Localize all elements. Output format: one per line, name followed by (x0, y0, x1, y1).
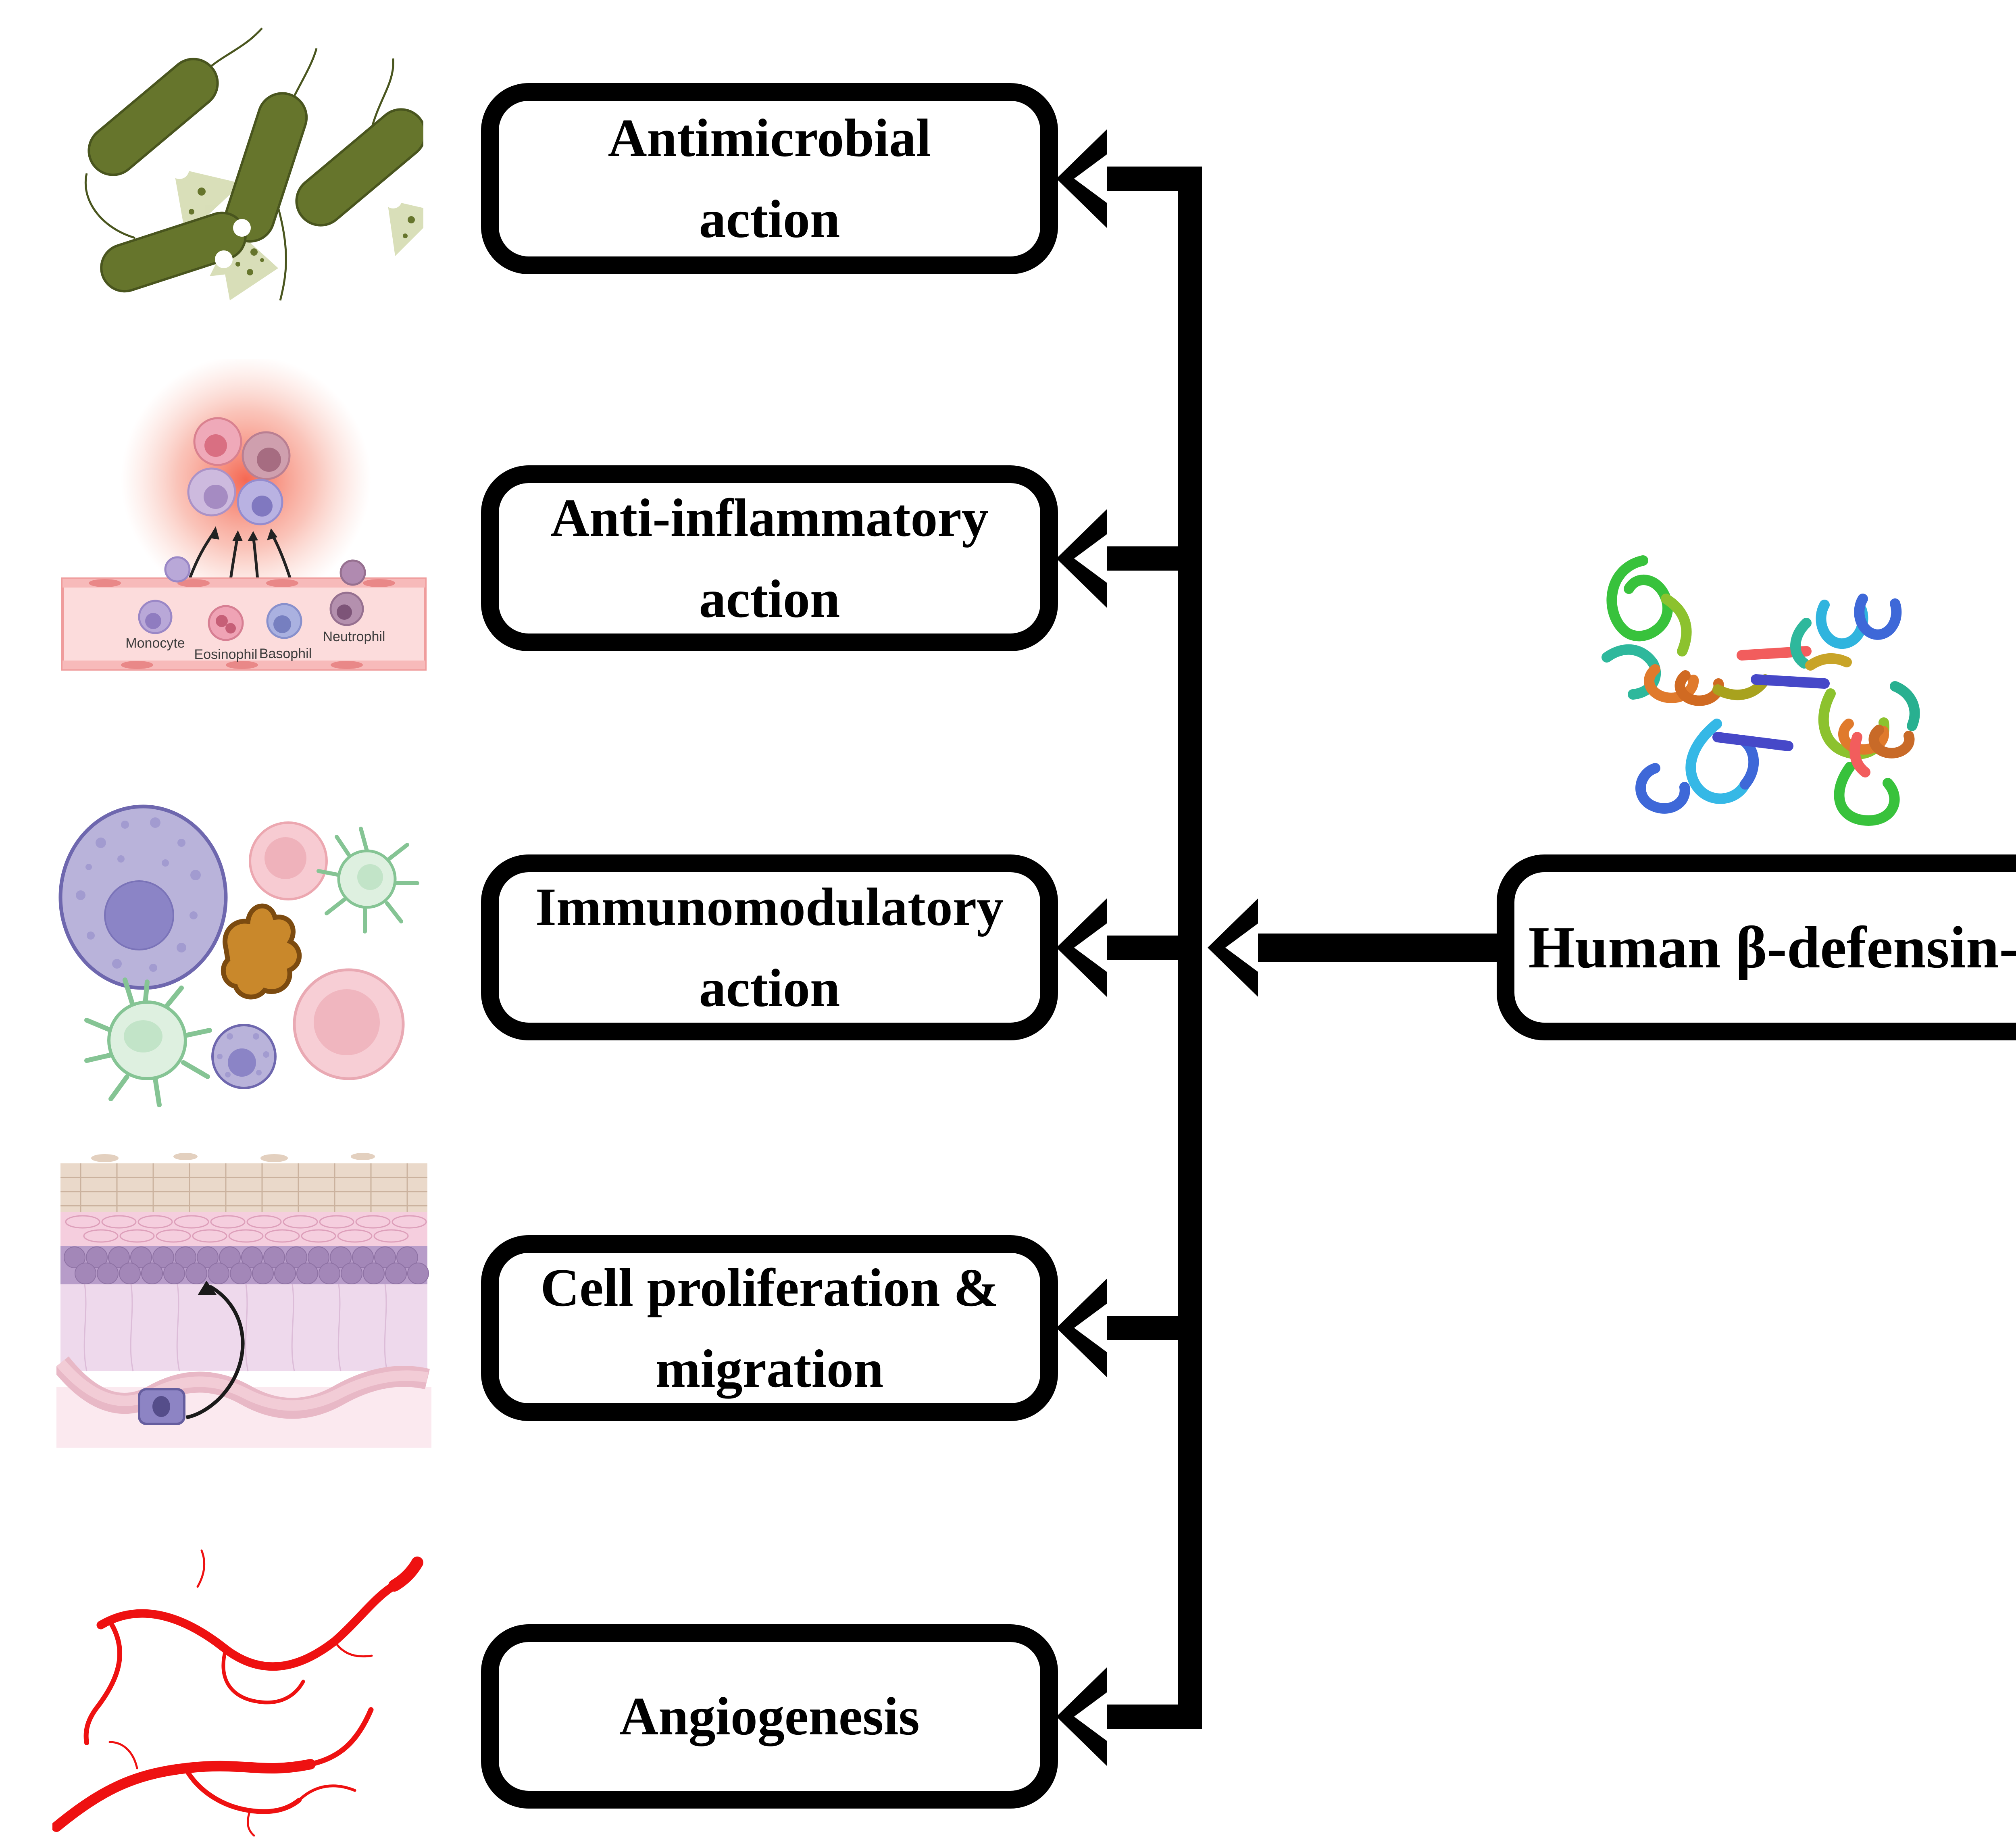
spray-bursts (173, 167, 423, 300)
migration-arrowheads (209, 526, 277, 541)
recruited-leukocytes (187, 417, 291, 525)
immune-cells-icon (52, 758, 423, 1113)
ribbon-strands (1602, 555, 1920, 826)
inflammation-glow (121, 359, 371, 605)
label-monocyte: Monocyte (125, 636, 185, 651)
trunk-and-stubs (1056, 129, 1501, 1766)
label-basophil: Basophil (259, 646, 312, 661)
dendritic-cell-small (317, 827, 419, 934)
vessel-cells (138, 556, 366, 641)
basal-epidermis (56, 1284, 430, 1419)
vessel-cell-labels: Monocyte Eosinophil Basophil Neutrophil (125, 629, 385, 662)
spinous-purple-layer (60, 1246, 429, 1284)
box-anti-inflammatory-action: Anti-inflammatory action (481, 465, 1058, 651)
small-purple-cell (211, 1024, 277, 1089)
small-pink-cell (249, 821, 328, 900)
label-neutrophil: Neutrophil (323, 629, 385, 644)
protein-ribbon-icon (1568, 536, 1951, 835)
spray-dots (189, 188, 415, 275)
stratum-corneum (60, 1153, 427, 1212)
bacteria-bodies (87, 58, 423, 293)
box-label-line: Cell proliferation & (540, 1257, 999, 1317)
box-label-line: action (699, 958, 840, 1018)
box-label-line: Anti-inflammatory (550, 488, 989, 548)
box-antimicrobial-action: Antimicrobial action (481, 83, 1058, 274)
blood-vessels-icon (52, 1548, 423, 1837)
vessel-branches (52, 1549, 423, 1837)
box-label-line: action (699, 189, 840, 249)
box-label-line: Antimicrobial (608, 108, 931, 168)
box-label-line: migration (655, 1338, 884, 1398)
box-angiogenesis: Angiogenesis (481, 1624, 1058, 1809)
box-label-line: action (699, 569, 840, 629)
box-label-line: Immunomodulatory (535, 877, 1004, 937)
dendritic-cell-large (84, 977, 212, 1107)
granular-layer (60, 1212, 427, 1246)
mast-cell (58, 804, 228, 990)
label-eosinophil: Eosinophil (194, 647, 258, 662)
large-pink-cell (293, 968, 405, 1080)
bacteria-lysis-icon (52, 10, 423, 304)
box-immunomodulatory-action: Immunomodulatory action (481, 854, 1058, 1040)
box-label-line: Angiogenesis (619, 1686, 920, 1746)
inflammation-icon: Monocyte Eosinophil Basophil Neutrophil (56, 359, 431, 681)
skin-layers-icon (56, 1153, 431, 1448)
box-label-line: Human β-defensin-2 (1528, 914, 2016, 981)
migration-path-arrow (186, 1281, 245, 1419)
blood-vessel-band (61, 577, 427, 671)
migrating-basal-cell (138, 1388, 185, 1425)
box-human-beta-defensin-2: Human β-defensin-2 (1497, 854, 2016, 1040)
lysis-bites (170, 160, 402, 268)
arrowhead-notches (1074, 154, 1258, 1741)
box-cell-proliferation-migration: Cell proliferation & migration (481, 1235, 1058, 1421)
macrophage-cell (221, 903, 302, 1000)
